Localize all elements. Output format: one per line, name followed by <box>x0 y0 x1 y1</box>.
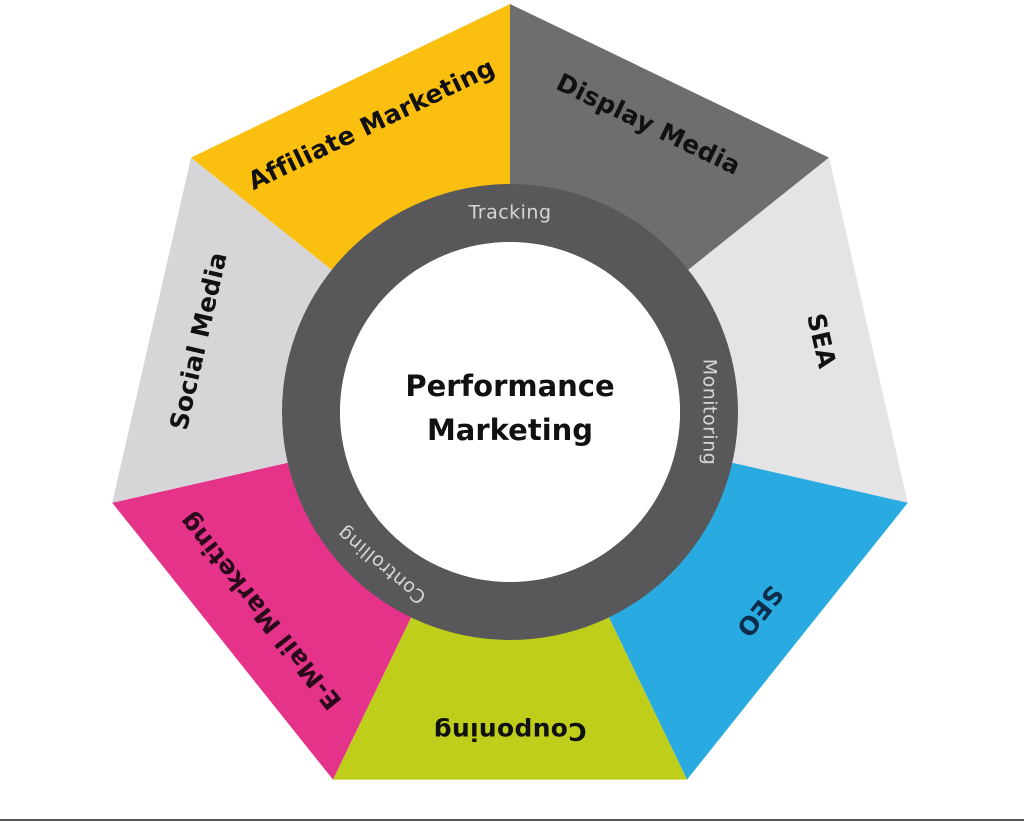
segment-social-media <box>112 157 332 503</box>
ring-label-tracking: Tracking <box>467 202 551 224</box>
bottom-divider <box>0 819 1024 821</box>
center-disc <box>340 242 680 582</box>
segment-sea <box>688 157 908 503</box>
segment-label-couponing: Couponing <box>433 717 586 746</box>
segment-couponing <box>332 617 688 780</box>
ring-label-monitoring: Monitoring <box>699 359 721 466</box>
center-title-line-2: Marketing <box>427 413 593 447</box>
center-title-line-1: Performance <box>405 369 614 403</box>
